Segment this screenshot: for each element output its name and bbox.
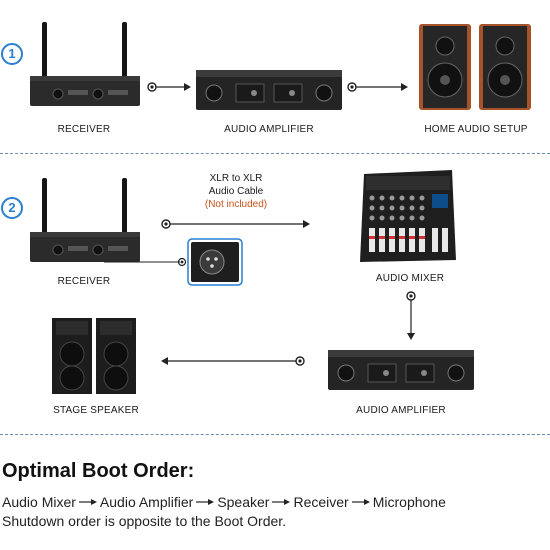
receiver-icon: [30, 178, 140, 262]
mixer-label: AUDIO MIXER: [375, 273, 445, 284]
cable-not-included: (Not included): [204, 199, 268, 210]
step-number-1: 1: [1, 43, 23, 65]
boot-step-5: Microphone: [372, 494, 446, 510]
amplifier-icon: [196, 70, 342, 110]
arrow-icon: [272, 499, 291, 505]
boot-order-sequence: Audio Mixer Audio Amplifier Speaker Rece…: [2, 494, 446, 510]
shutdown-note: Shutdown order is opposite to the Boot O…: [2, 513, 287, 529]
amplifier-label-1: AUDIO AMPLIFIER: [224, 124, 314, 135]
cable-line-2: Audio Cable: [208, 186, 264, 197]
step-number-2: 2: [1, 197, 23, 219]
mixer-icon: [360, 170, 456, 262]
arrow-icon: [347, 82, 408, 92]
boot-step-3: Speaker: [217, 494, 270, 510]
arrow-icon: [161, 356, 305, 366]
arrow-icon: [196, 499, 215, 505]
receiver-icon: [30, 22, 140, 106]
section-divider-2: [0, 434, 550, 435]
cable-note: XLR to XLR Audio Cable (Not included): [186, 172, 286, 211]
xlr-connector-icon: [104, 238, 243, 286]
bookshelf-speakers-icon: [419, 24, 531, 110]
arrow-icon: [161, 219, 310, 229]
home-audio-label: HOME AUDIO SETUP: [424, 124, 528, 135]
cable-line-1: XLR to XLR: [209, 173, 263, 184]
boot-step-2: Audio Amplifier: [99, 494, 194, 510]
stage-speaker-icon: [52, 318, 136, 394]
receiver-label-2: RECEIVER: [57, 276, 111, 287]
amplifier-label-2: AUDIO AMPLIFIER: [356, 405, 446, 416]
boot-step-1: Audio Mixer: [2, 494, 76, 510]
arrow-icon: [78, 499, 97, 505]
arrow-icon: [406, 291, 416, 340]
boot-step-4: Receiver: [293, 494, 349, 510]
receiver-label-1: RECEIVER: [57, 124, 111, 135]
stage-speaker-label: STAGE SPEAKER: [53, 405, 139, 416]
boot-order-heading: Optimal Boot Order:: [2, 460, 195, 482]
amplifier-icon: [328, 350, 474, 390]
section-divider-1: [0, 153, 550, 154]
arrow-icon: [147, 82, 191, 92]
arrow-icon: [351, 499, 370, 505]
